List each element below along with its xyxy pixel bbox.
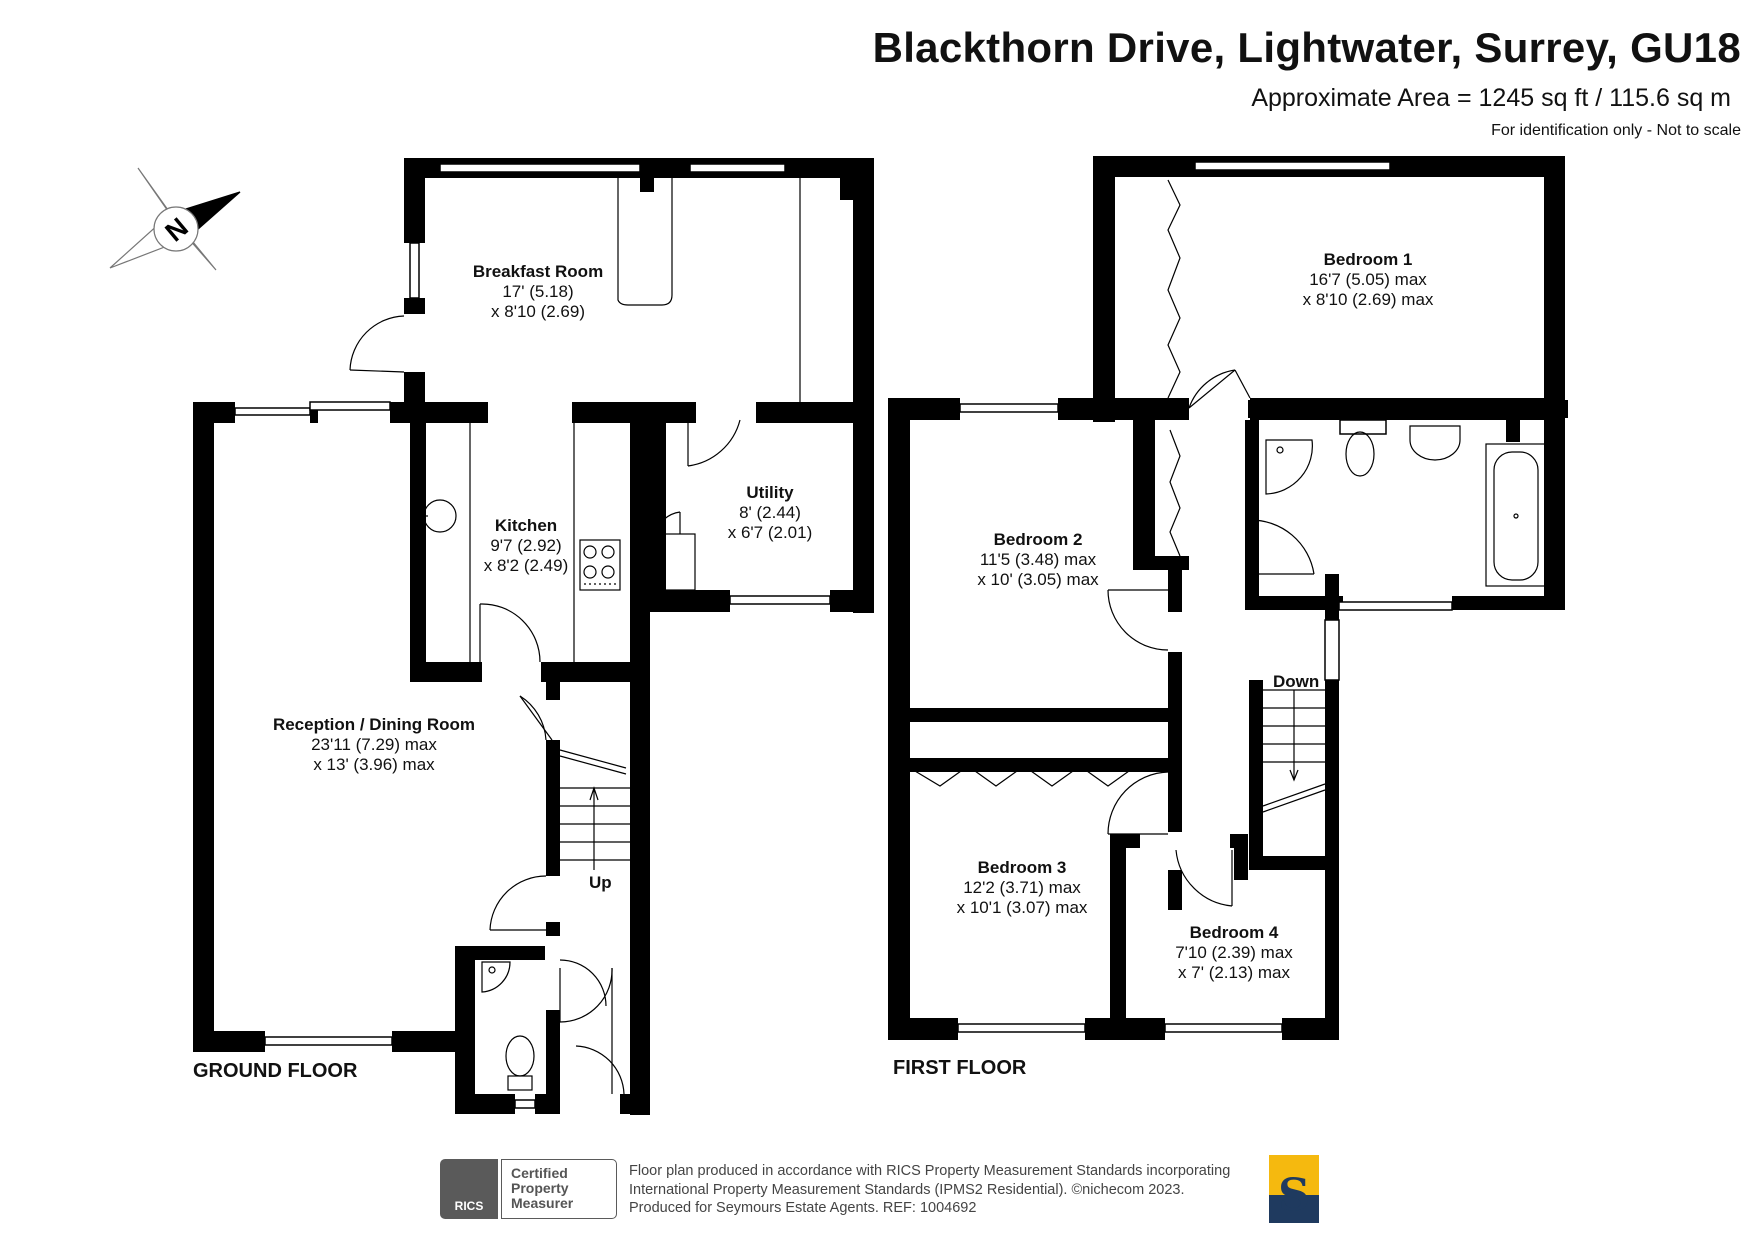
room-bedroom4-dim2: x 7' (2.13) max <box>1178 963 1290 982</box>
room-breakfast-dim2: x 8'10 (2.69) <box>491 302 585 321</box>
rics-badge-line1: Certified <box>511 1165 568 1181</box>
seymours-logo-letter: S <box>1278 1170 1310 1221</box>
room-kitchen: Kitchen 9'7 (2.92) x 8'2 (2.49) <box>484 516 569 576</box>
room-bedroom1-dim2: x 8'10 (2.69) max <box>1302 290 1434 309</box>
rics-badge-mark-text: RICS <box>454 1199 484 1213</box>
room-breakfast: Breakfast Room 17' (5.18) x 8'10 (2.69) <box>473 262 603 322</box>
room-bedroom2: Bedroom 2 11'5 (3.48) max x 10' (3.05) m… <box>977 530 1098 590</box>
room-bedroom3-name: Bedroom 3 <box>977 858 1067 877</box>
first-floor-walls <box>888 156 1568 1040</box>
ground-floor-fittings <box>349 178 801 1095</box>
room-bedroom4-dim1: 7'10 (2.39) max <box>1175 943 1293 962</box>
first-floor-fittings <box>909 179 1547 907</box>
room-bedroom3-dim2: x 10'1 (3.07) max <box>956 898 1088 917</box>
room-utility-name: Utility <box>746 483 794 502</box>
room-utility-dim2: x 6'7 (2.01) <box>727 523 813 542</box>
room-kitchen-dim2: x 8'2 (2.49) <box>483 556 569 575</box>
stairs-up-label: Up <box>589 873 612 892</box>
room-utility-dim1: 8' (2.44) <box>739 503 801 522</box>
rics-badge-line2: Property <box>511 1180 569 1196</box>
room-bedroom2-name: Bedroom 2 <box>993 530 1083 549</box>
room-kitchen-dim1: 9'7 (2.92) <box>490 536 562 555</box>
room-bedroom3-dim1: 12'2 (3.71) max <box>963 878 1081 897</box>
rics-certified-badge: RICS Certified Property Measurer <box>440 1159 617 1219</box>
room-breakfast-name: Breakfast Room <box>472 262 604 281</box>
room-bedroom1-dim1: 16'7 (5.05) max <box>1309 270 1427 289</box>
room-utility: Utility 8' (2.44) x 6'7 (2.01) <box>728 483 813 543</box>
room-bedroom2-dim1: 11'5 (3.48) max <box>979 550 1097 569</box>
room-bedroom2-dim2: x 10' (3.05) max <box>977 570 1099 589</box>
ground-floor-label: GROUND FLOOR <box>193 1060 358 1082</box>
footer-line1: Floor plan produced in accordance with R… <box>629 1163 1231 1179</box>
stairs-down-label: Down <box>1273 672 1320 691</box>
room-reception-dim1: 23'11 (7.29) max <box>311 735 437 754</box>
room-bedroom1: Bedroom 1 16'7 (5.05) max x 8'10 (2.69) … <box>1303 250 1434 310</box>
room-reception: Reception / Dining Room 23'11 (7.29) max… <box>273 715 475 775</box>
approximate-area: Approximate Area = 1245 sq ft / 115.6 sq… <box>1251 84 1731 112</box>
property-title: Blackthorn Drive, Lightwater, Surrey, GU… <box>872 24 1741 71</box>
footer-disclaimer: Floor plan produced in accordance with R… <box>629 1162 1230 1218</box>
footer-line3: Produced for Seymours Estate Agents. REF… <box>629 1200 977 1216</box>
rics-badge-mark: RICS <box>440 1159 498 1219</box>
first-floor-label: FIRST FLOOR <box>893 1057 1027 1079</box>
room-bedroom3: Bedroom 3 12'2 (3.71) max x 10'1 (3.07) … <box>957 858 1088 918</box>
rics-badge-line3: Measurer <box>511 1195 574 1211</box>
footer-line2: International Property Measurement Stand… <box>629 1181 1185 1198</box>
ground-floor-windows <box>234 163 831 1109</box>
rics-badge-text-box: Certified Property Measurer <box>501 1159 617 1219</box>
room-bedroom4-name: Bedroom 4 <box>1189 923 1279 942</box>
room-reception-dim2: x 13' (3.96) max <box>313 755 435 774</box>
room-bedroom1-name: Bedroom 1 <box>1323 250 1413 269</box>
room-breakfast-dim1: 17' (5.18) <box>502 282 574 301</box>
identification-note: For identification only - Not to scale <box>1491 122 1741 139</box>
first-floor-windows <box>957 161 1453 1033</box>
room-reception-name: Reception / Dining Room <box>272 715 476 734</box>
rics-badge-text: Certified Property Measurer <box>511 1166 573 1211</box>
seymours-logo-icon <box>1269 1155 1319 1223</box>
room-bedroom4: Bedroom 4 7'10 (2.39) max x 7' (2.13) ma… <box>1175 923 1293 983</box>
compass-rose-icon <box>109 167 241 271</box>
room-kitchen-name: Kitchen <box>494 516 558 535</box>
